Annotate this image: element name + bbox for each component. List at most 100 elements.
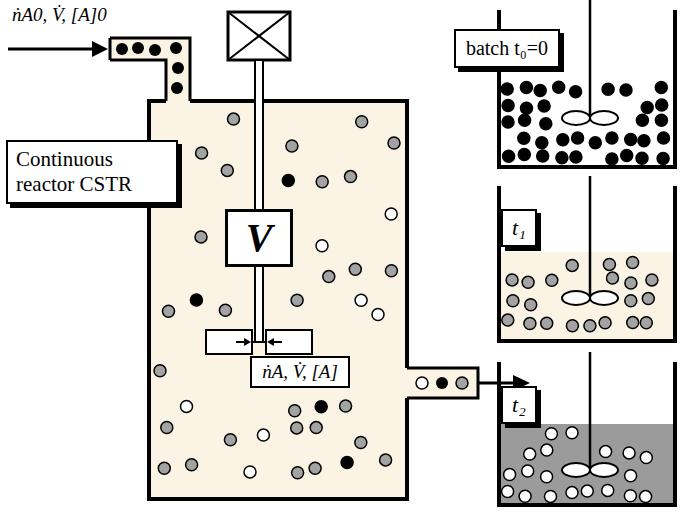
molecule <box>553 81 565 93</box>
molecule <box>221 164 233 176</box>
molecule <box>286 140 298 152</box>
molecule <box>556 152 568 164</box>
inlet-pipe <box>149 44 161 56</box>
molecule <box>642 293 654 305</box>
molecule <box>161 422 173 434</box>
impeller <box>252 341 266 343</box>
molecule <box>316 240 328 252</box>
molecule <box>572 132 584 144</box>
batch-label: batch t₀=0 <box>454 29 560 68</box>
molecule <box>310 422 322 434</box>
reactor-liquid <box>150 102 406 498</box>
batch-vessel <box>499 362 675 505</box>
molecule <box>540 118 552 130</box>
molecule <box>658 132 670 144</box>
molecule <box>355 437 367 449</box>
molecule <box>655 82 667 94</box>
node-text: Continuous reactor CSTR <box>16 147 168 197</box>
molecule <box>545 490 557 502</box>
molecule <box>257 429 269 441</box>
molecule <box>502 116 514 128</box>
molecule <box>625 470 637 482</box>
molecule <box>525 299 537 311</box>
impeller <box>206 330 252 354</box>
molecule <box>584 320 596 332</box>
molecule <box>581 485 593 497</box>
molecule <box>341 456 353 468</box>
molecule <box>607 272 619 284</box>
molecule <box>315 401 327 413</box>
batch-liquid <box>500 424 674 504</box>
molecule <box>504 469 516 481</box>
molecule <box>602 484 614 496</box>
molecule <box>518 132 530 144</box>
impeller <box>244 338 251 346</box>
molecule <box>380 454 392 466</box>
batch-stirrer <box>562 463 590 477</box>
outflow-label: ṅA, V̇, [A] <box>250 356 350 388</box>
molecule <box>566 427 578 439</box>
time-label: t₂ <box>501 386 537 424</box>
batch-stirrer <box>562 0 618 125</box>
molecule <box>503 150 515 162</box>
molecule <box>541 471 553 483</box>
batch-stirrer <box>589 176 592 298</box>
molecule <box>519 490 531 502</box>
outlet-arrow <box>478 382 515 385</box>
molecule <box>506 274 518 286</box>
molecule <box>163 305 175 317</box>
molecule <box>621 150 633 162</box>
molecule <box>181 400 193 412</box>
molecule <box>627 317 639 329</box>
inlet-arrow <box>8 48 94 51</box>
batch-stirrer <box>562 352 618 477</box>
molecule <box>518 149 530 161</box>
outlet-pipe <box>407 368 478 398</box>
molecule <box>190 294 202 306</box>
molecule <box>627 257 639 269</box>
batch-stirrer <box>590 463 618 477</box>
batch-stirrer <box>589 352 592 470</box>
molecule <box>186 459 198 471</box>
molecule <box>624 490 636 502</box>
molecule <box>537 150 549 162</box>
inflow-label: ṅA0, V̇, [A]0 <box>12 4 107 26</box>
molecule <box>289 405 301 417</box>
molecule <box>546 274 558 286</box>
molecule <box>385 208 397 220</box>
molecule <box>656 99 668 111</box>
molecule <box>640 317 652 329</box>
molecule <box>224 434 236 446</box>
node-text: t₂ <box>512 392 526 418</box>
inlet-pipe <box>110 38 190 101</box>
node-text: t₁ <box>512 215 526 241</box>
molecule <box>158 462 170 474</box>
molecule <box>244 466 256 478</box>
molecule <box>625 134 637 146</box>
batch-stirrer <box>590 111 618 125</box>
outlet-pipe <box>456 377 468 389</box>
molecule <box>388 137 400 149</box>
inlet-pipe <box>110 38 190 104</box>
molecule <box>520 81 532 93</box>
batch-stirrer <box>589 0 592 118</box>
molecule <box>219 304 231 316</box>
molecule <box>600 446 612 458</box>
molecule <box>345 171 357 183</box>
molecule <box>349 263 361 275</box>
molecule <box>636 114 648 126</box>
molecule <box>534 85 546 97</box>
molecule <box>570 86 582 98</box>
molecule <box>340 400 352 412</box>
molecule <box>502 486 514 498</box>
inlet-pipe <box>110 38 190 104</box>
inlet-pipe <box>116 43 128 55</box>
molecule <box>507 295 519 307</box>
molecule <box>522 465 534 477</box>
molecule <box>154 113 400 479</box>
inlet-pipe <box>171 82 183 94</box>
inlet-arrow <box>92 41 108 57</box>
molecule <box>291 422 303 434</box>
inlet-pipe <box>170 42 182 54</box>
